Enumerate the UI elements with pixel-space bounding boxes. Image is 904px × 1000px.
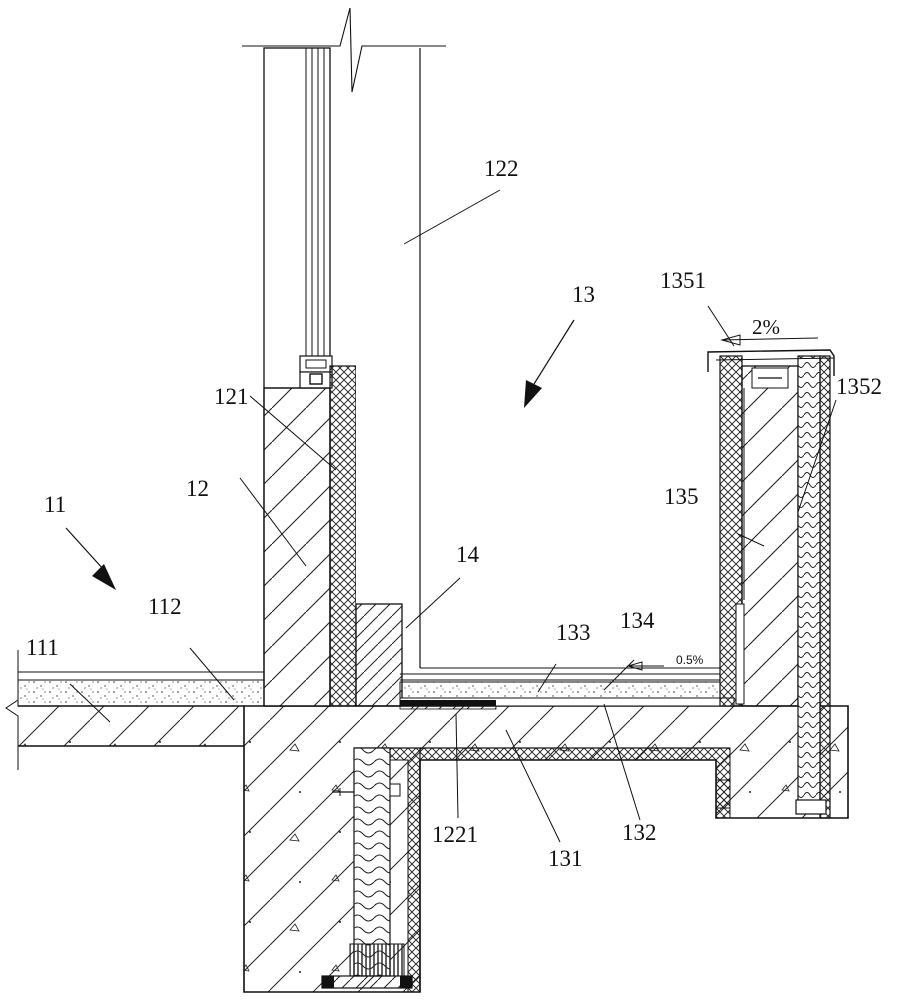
label-122: 122 [484, 156, 519, 181]
floor-buildup-13 [400, 668, 734, 709]
wall-12 [264, 48, 332, 706]
slope-arrow-floor: 0.5% [628, 653, 704, 670]
wall-insulation-121 [330, 366, 356, 706]
label-12: 12 [186, 476, 209, 501]
label-1221: 1221 [432, 822, 478, 847]
label-14: 14 [456, 542, 480, 567]
ground-slab-11 [6, 650, 264, 770]
slope-label-floor: 0.5% [676, 653, 704, 667]
label-133: 133 [556, 620, 591, 645]
label-131: 131 [548, 846, 583, 871]
label-13: 13 [572, 282, 595, 307]
label-11: 11 [44, 492, 66, 517]
label-111: 111 [26, 635, 59, 660]
label-121: 121 [214, 384, 249, 409]
block-14 [356, 604, 402, 706]
label-1351: 1351 [660, 268, 706, 293]
arrow-11 [66, 528, 116, 590]
label-112: 112 [148, 594, 182, 619]
slope-arrow-parapet: 2% [722, 315, 818, 345]
label-135: 135 [664, 484, 699, 509]
slope-label-parapet: 2% [752, 315, 780, 339]
arrow-13 [524, 320, 574, 408]
label-134: 134 [620, 608, 655, 633]
label-132: 132 [622, 820, 657, 845]
label-1352: 1352 [836, 374, 882, 399]
